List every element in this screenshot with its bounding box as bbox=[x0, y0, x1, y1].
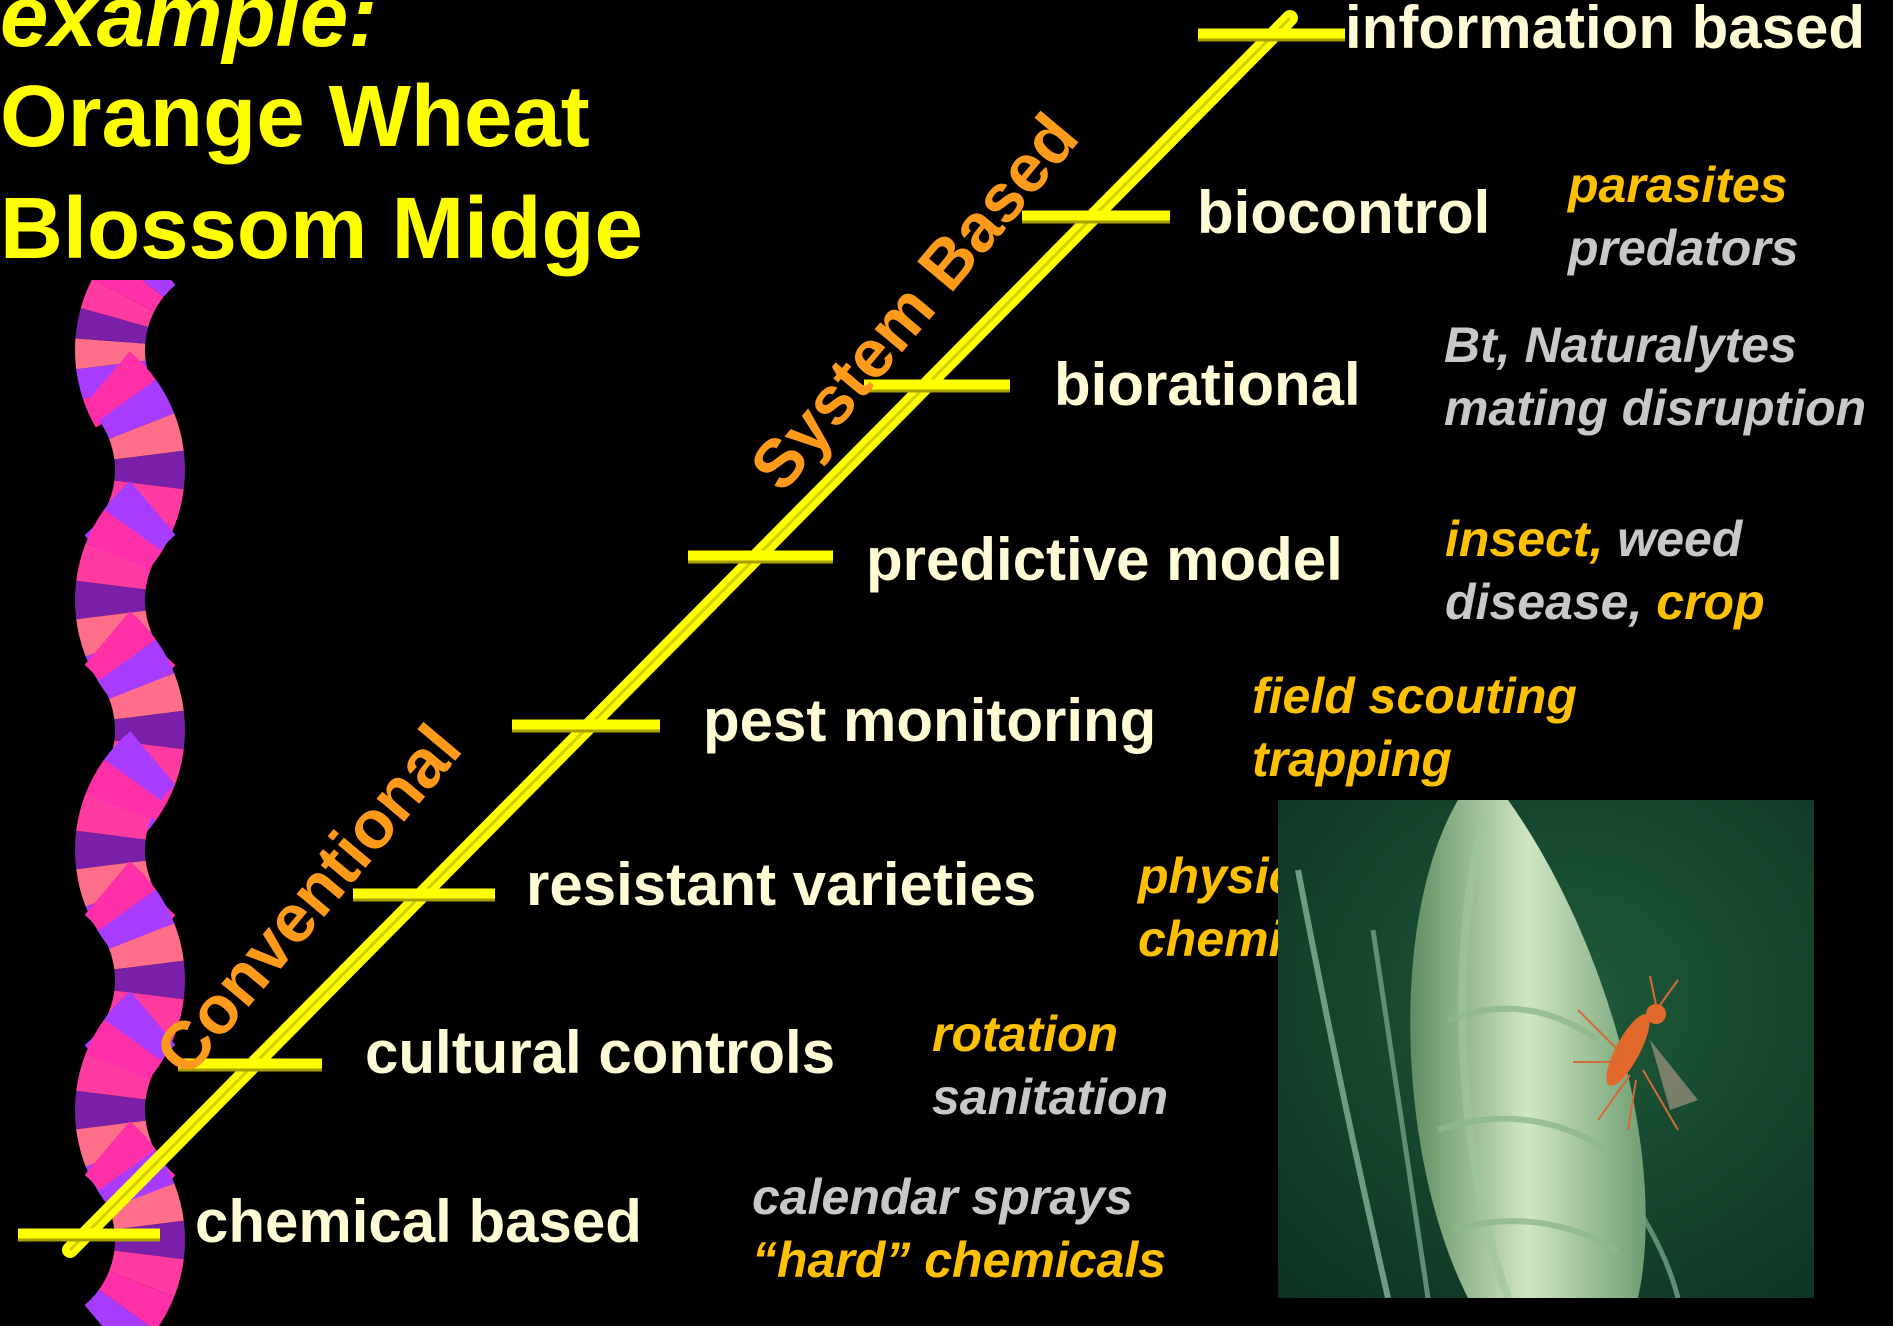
example-text: rotation bbox=[932, 1006, 1118, 1062]
step-example-line: disease, crop bbox=[1445, 571, 1765, 633]
example-text: crop bbox=[1642, 574, 1764, 630]
example-text: calendar sprays bbox=[752, 1169, 1133, 1225]
step-label: resistant varieties bbox=[526, 850, 1036, 919]
title-line-3: Blossom Midge bbox=[0, 170, 643, 288]
example-text: trapping bbox=[1252, 731, 1452, 787]
step-example-line: Bt, Naturalytes bbox=[1444, 314, 1797, 376]
step-example-line: parasites bbox=[1568, 154, 1788, 216]
step-example-line: sanitation bbox=[932, 1066, 1168, 1128]
step-example-line: field scouting bbox=[1252, 665, 1577, 727]
example-text: field scouting bbox=[1252, 668, 1577, 724]
example-text: mating disruption bbox=[1444, 380, 1866, 436]
step-example-line: trapping bbox=[1252, 728, 1452, 790]
step-example-line: insect, weed bbox=[1445, 508, 1742, 570]
step-label: predictive model bbox=[866, 525, 1343, 594]
example-text: predators bbox=[1568, 220, 1799, 276]
step-example-line: mating disruption bbox=[1444, 377, 1866, 439]
title-line-2: Orange Wheat bbox=[0, 58, 590, 176]
example-text: weed bbox=[1603, 511, 1742, 567]
step-label: biorational bbox=[1054, 350, 1361, 419]
step-example-line: rotation bbox=[932, 1003, 1118, 1065]
step-example-line: calendar sprays bbox=[752, 1166, 1133, 1228]
example-text: Bt, Naturalytes bbox=[1444, 317, 1797, 373]
example-text: sanitation bbox=[932, 1069, 1168, 1125]
step-label: cultural controls bbox=[365, 1018, 835, 1087]
step-label: biocontrol bbox=[1197, 178, 1490, 247]
example-text: “hard” chemicals bbox=[752, 1232, 1166, 1288]
step-example-line: “hard” chemicals bbox=[752, 1229, 1166, 1291]
step-label: chemical based bbox=[195, 1187, 642, 1256]
step-example-line: predators bbox=[1568, 217, 1799, 279]
step-label: pest monitoring bbox=[703, 686, 1156, 755]
wheat-midge-photo bbox=[1278, 800, 1814, 1298]
example-text: parasites bbox=[1568, 157, 1788, 213]
example-text: disease, bbox=[1445, 574, 1642, 630]
example-text: insect, bbox=[1445, 511, 1603, 567]
step-label: information based bbox=[1345, 0, 1865, 62]
